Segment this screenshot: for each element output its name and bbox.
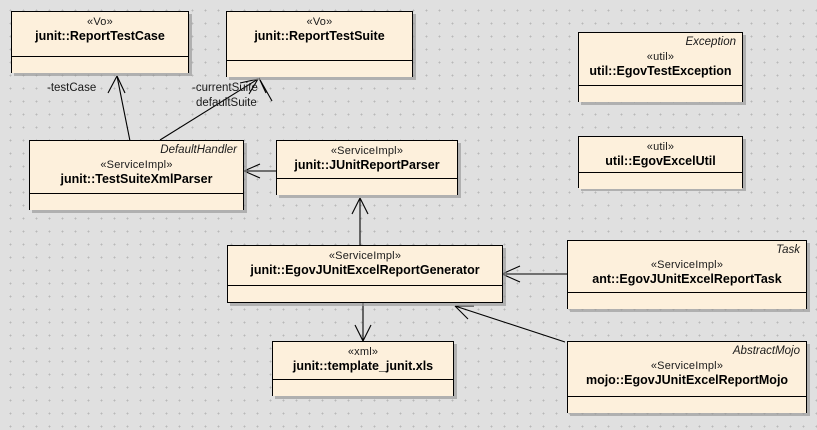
class-attributes-compartment	[12, 57, 188, 73]
class-attributes-compartment	[579, 173, 742, 189]
class-stereotype: «Vo»	[87, 16, 113, 28]
class-ant-EgovJUnitExcelReportTask[interactable]: Task «ServiceImpl» ant::EgovJUnitExcelRe…	[567, 240, 807, 309]
class-util-EgovTestException[interactable]: Exception «util» util::EgovTestException	[578, 32, 743, 102]
class-junit-JUnitReportParser[interactable]: «ServiceImpl» junit::JUnitReportParser	[276, 140, 458, 195]
edge-label-test-case-role: -testCase	[47, 82, 97, 94]
class-junit-ReportTestCase[interactable]: «Vo» junit::ReportTestCase	[11, 11, 189, 73]
class-attributes-compartment	[30, 194, 243, 210]
class-superclass-label: AbstractMojo	[732, 345, 800, 357]
class-stereotype: «util»	[646, 51, 675, 63]
class-attributes-compartment	[579, 86, 742, 102]
edge-generator-to-reportparser	[351, 197, 369, 245]
class-stereotype: «xml»	[347, 346, 379, 358]
class-name: junit::TestSuiteXmlParser	[60, 172, 213, 186]
class-superclass-label: Task	[776, 244, 800, 256]
class-header: DefaultHandler «ServiceImpl» junit::Test…	[30, 141, 243, 194]
class-junit-EgovJUnitExcelReportGenerator[interactable]: «ServiceImpl» junit::EgovJUnitExcelRepor…	[227, 245, 503, 303]
class-name: mojo::EgovJUnitExcelReportMojo	[585, 373, 789, 387]
class-name: ant::EgovJUnitExcelReportTask	[592, 272, 782, 286]
edge-generator-to-template-xls	[354, 303, 372, 342]
class-header: «util» util::EgovExcelUtil	[579, 137, 742, 173]
class-mojo-EgovJUnitExcelReportMojo[interactable]: AbstractMojo «ServiceImpl» mojo::EgovJUn…	[567, 341, 807, 413]
edge-label-current-suite-role: -currentSuite	[192, 82, 258, 94]
class-stereotype: «ServiceImpl»	[650, 259, 724, 271]
class-superclass-label: DefaultHandler	[160, 144, 237, 156]
class-header: AbstractMojo «ServiceImpl» mojo::EgovJUn…	[568, 342, 806, 397]
class-junit-TestSuiteXmlParser[interactable]: DefaultHandler «ServiceImpl» junit::Test…	[29, 140, 244, 210]
class-attributes-compartment	[227, 61, 412, 77]
class-name: junit::JUnitReportParser	[294, 158, 440, 172]
class-name: util::EgovTestException	[589, 64, 732, 78]
class-attributes-compartment	[568, 397, 806, 413]
class-attributes-compartment	[568, 293, 806, 309]
class-junit-template-junit-xls[interactable]: «xml» junit::template_junit.xls	[272, 341, 454, 396]
edge-task-to-generator	[501, 265, 567, 283]
class-header: «ServiceImpl» junit::EgovJUnitExcelRepor…	[228, 246, 502, 286]
class-header: Task «ServiceImpl» ant::EgovJUnitExcelRe…	[568, 241, 806, 293]
class-stereotype: «ServiceImpl»	[100, 159, 173, 171]
class-header: Exception «util» util::EgovTestException	[579, 33, 742, 86]
edge-mojo-to-generator	[454, 305, 566, 343]
class-util-EgovExcelUtil[interactable]: «util» util::EgovExcelUtil	[578, 136, 743, 189]
class-attributes-compartment	[277, 179, 457, 195]
class-name: junit::EgovJUnitExcelReportGenerator	[250, 263, 480, 277]
class-header: «Vo» junit::ReportTestCase	[12, 12, 188, 57]
class-name: junit::template_junit.xls	[292, 359, 434, 373]
class-stereotype: «ServiceImpl»	[328, 250, 402, 262]
class-header: «xml» junit::template_junit.xls	[273, 342, 453, 380]
class-header: «ServiceImpl» junit::JUnitReportParser	[277, 141, 457, 179]
class-stereotype: «Vo»	[306, 16, 333, 28]
edge-label-default-suite-role: defaultSuite	[196, 97, 257, 109]
class-stereotype: «util»	[646, 141, 675, 153]
class-superclass-label: Exception	[685, 36, 736, 48]
class-name: junit::ReportTestSuite	[254, 29, 385, 43]
class-stereotype: «ServiceImpl»	[650, 360, 724, 372]
class-junit-ReportTestSuite[interactable]: «Vo» junit::ReportTestSuite	[226, 11, 413, 77]
class-name: util::EgovExcelUtil	[605, 154, 716, 168]
edge-xmlparser-to-reporttestcase	[107, 75, 131, 142]
edge-reportparser-to-xmlparser	[243, 163, 276, 179]
class-header: «Vo» junit::ReportTestSuite	[227, 12, 412, 61]
edge-reportparser-to-reporttestsuite	[258, 77, 273, 102]
class-attributes-compartment	[228, 286, 502, 302]
class-name: junit::ReportTestCase	[35, 29, 165, 43]
class-stereotype: «ServiceImpl»	[330, 145, 404, 157]
class-attributes-compartment	[273, 380, 453, 396]
